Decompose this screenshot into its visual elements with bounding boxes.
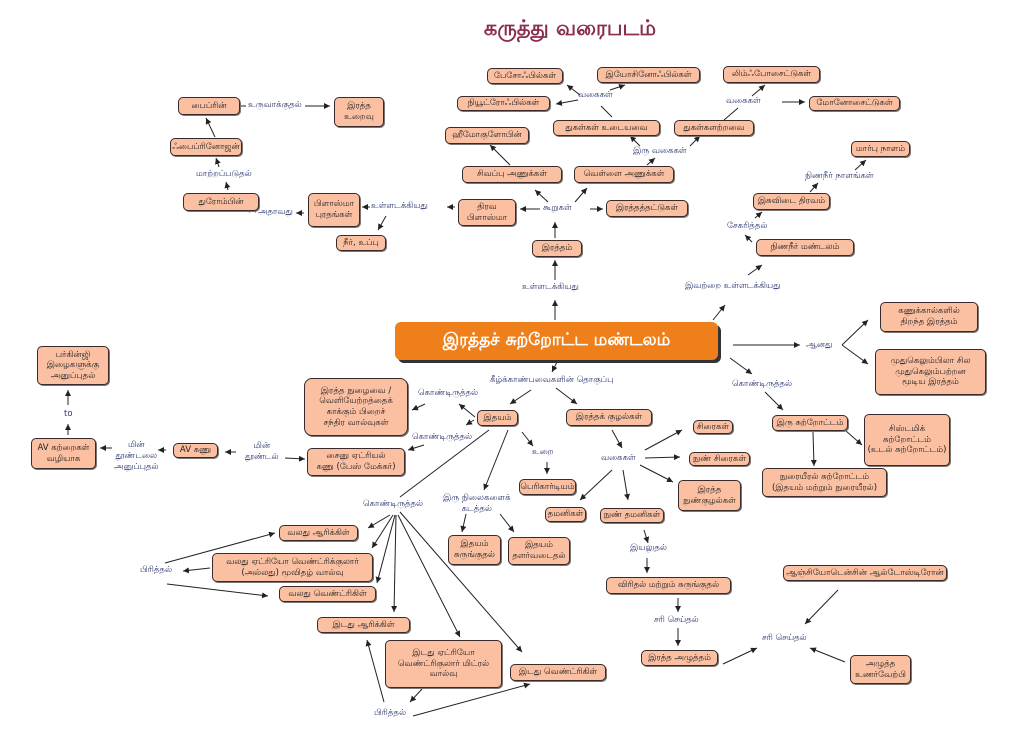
node-eosinophils: இயோசினோஃபில்கள் bbox=[597, 67, 700, 83]
node-open-blood: கணுக்கால்களில் திறந்த இரத்தம் bbox=[880, 302, 978, 332]
node-capillaries: இரத்த நுண்குழல்கள் bbox=[678, 480, 741, 511]
label-having-chambers: கொண்டிருத்தல் bbox=[363, 499, 424, 509]
label-having-valves: கொண்டிருத்தல் bbox=[418, 388, 479, 398]
label-is: ஆனது bbox=[806, 340, 833, 350]
node-mitral-valve: இடது ஏட்ரியோ வெண்ட்ரிகுலார் மிட்ரல் வால்… bbox=[385, 640, 502, 688]
node-rbc: சிவப்பு அணுக்கள் bbox=[462, 166, 562, 183]
label-converted: மாற்றப்படுதல் bbox=[196, 169, 252, 179]
node-blood-vessels: இரத்தக் குழல்கள் bbox=[566, 409, 652, 426]
label-impulse: மின் தூண்டல் bbox=[245, 441, 279, 463]
node-lymph-system: நிணநீர் மண்டலம் bbox=[756, 239, 854, 256]
label-regulate-bp: சரி செய்தல் bbox=[762, 633, 807, 643]
node-hemoglobin: ஹீமோகுளோபின் bbox=[445, 127, 529, 144]
node-dilation-constriction: விரிதல் மற்றும் சுருங்குதல் bbox=[606, 577, 731, 594]
node-double-circulation: இரு சுற்றோட்டம் bbox=[772, 415, 848, 431]
node-av-node: AV கணு bbox=[173, 443, 218, 458]
node-water-salt: நீர், உப்பு bbox=[336, 235, 386, 251]
node-blood-clot: இரத்த உறைவு bbox=[334, 97, 384, 127]
label-that-is: அதாவது bbox=[258, 207, 293, 217]
central-topic: இரத்தச் சுற்றோட்ட மண்டலம் bbox=[395, 322, 718, 360]
label-forming: உருவாக்குதல் bbox=[248, 100, 302, 110]
node-wbc: வெள்ளை அணுக்கள் bbox=[574, 166, 674, 183]
node-arteries: தமனிகள் bbox=[545, 507, 586, 522]
node-blood: இரத்தம் bbox=[532, 240, 582, 257]
node-thoracic-duct: மார்பு நாளம் bbox=[851, 141, 910, 157]
node-systemic: சிஸ்டமிக் சுற்றோட்டம் (உடல் சுற்றோட்டம்) bbox=[864, 414, 950, 466]
label-collecting: சேகரித்தல் bbox=[727, 221, 768, 231]
node-semilunar-valves: இரத்த நுழைவை / வெளியேற்றத்தைக் காக்கும் … bbox=[304, 378, 408, 436]
node-arterioles: நுண் தமனிகள் bbox=[600, 508, 664, 523]
label-types-vessels: வகைகள் bbox=[601, 453, 636, 463]
node-purkinje: பர்கின்ஜி இழைகளுக்கு அனுப்புதல் bbox=[37, 346, 109, 385]
label-separating-right: பிரித்தல் bbox=[140, 565, 172, 575]
node-av-bundle: AV கற்றைகள் வழியாக bbox=[31, 438, 96, 469]
label-components: கூறுகள் bbox=[543, 203, 572, 213]
node-pulmonary: நுரையீரல் சுற்றோட்டம் (இதயம் மற்றும் நுர… bbox=[762, 468, 887, 497]
label-contains-these: இவற்றை உள்ளடக்கியது bbox=[685, 281, 781, 291]
label-cover: உறை bbox=[532, 447, 554, 457]
node-lymphocytes: லிம்ஃபோசைட்டுகள் bbox=[723, 66, 820, 83]
node-baroreceptor: அழுத்த உணர்வேற்பி bbox=[850, 655, 911, 684]
label-types-granulocytes: வகைகள் bbox=[578, 90, 613, 100]
node-diastole: இதயம் தளர்வடைதல் bbox=[508, 537, 570, 565]
node-veins: சிரைகள் bbox=[693, 420, 733, 434]
label-send-impulse: மின் தூண்டலை அனுப்புதல் bbox=[114, 440, 159, 473]
node-liquid-plasma: திரவ பிளாஸ்மா bbox=[458, 199, 516, 226]
label-collection: கீழ்க்காண்பவைகளின் தொகுப்பு bbox=[490, 375, 614, 385]
node-left-ventricle: இடது வெண்ட்ரிகிள் bbox=[510, 664, 606, 681]
node-tricuspid-valve: வலது ஏட்ரியோ வெண்ட்ரிக்குலார் (அல்லது) ம… bbox=[212, 553, 373, 582]
node-venules: நுண் சிரைகள் bbox=[689, 452, 750, 466]
node-granulocytes: துகள்கள் உடையவை bbox=[553, 120, 660, 136]
node-left-atrium: இடது ஆரிக்கிள் bbox=[317, 617, 410, 633]
label-types-agranulocytes: வகைகள் bbox=[726, 96, 761, 106]
label-having-sa-node: கொண்டிருத்தல் bbox=[412, 432, 473, 442]
node-monocytes: மோனோசைட்டுகள் bbox=[809, 96, 900, 111]
node-blood-pressure: இரத்த அழுத்தம் bbox=[641, 650, 718, 666]
node-fibrin: பைப்ரின் bbox=[178, 97, 240, 115]
arrow-group bbox=[65, 84, 869, 717]
page-title: கருத்து வரைபடம் bbox=[483, 16, 657, 40]
label-functions: இயலுதல் bbox=[630, 543, 667, 553]
node-plasma-proteins: பிளாஸ்மா புரதங்கள் bbox=[308, 193, 360, 227]
node-agranulocytes: துகள்களற்றவை bbox=[674, 120, 754, 136]
node-angiotensin: ஆஞ்சியோடென்சின் ஆல்டோஸ்டிரோன் bbox=[783, 565, 947, 581]
node-pericardium: பெரிகார்டியம் bbox=[519, 479, 576, 495]
node-right-ventricle: வலது வெண்ட்ரிகிள் bbox=[279, 586, 376, 602]
node-platelets: இரத்தத்தட்டுகள் bbox=[606, 200, 688, 217]
node-basophils: பேசோஃபில்கள் bbox=[487, 68, 563, 84]
node-right-atrium: வலது ஆரிக்கிள் bbox=[279, 525, 358, 541]
label-contains-blood: உள்ளடக்கியது bbox=[522, 282, 579, 292]
node-closed-blood: முதுகெலும்பிலா சில முதுகெலும்பற்றன மூடிய… bbox=[875, 349, 986, 395]
node-heart: இதயம் bbox=[477, 410, 518, 426]
node-fibrinogen: ஃபைப்ரினோஜன் bbox=[170, 138, 242, 156]
label-lymph-vessels: நிணநீர் நாளங்கள் bbox=[805, 171, 874, 181]
label-contains: உள்ளடக்கியது bbox=[371, 201, 428, 211]
node-sa-node: சைனு ஏட்ரியல் கணு (பேஸ் மேக்கர்) bbox=[307, 448, 405, 476]
label-having-circulation: கொண்டிருத்தல் bbox=[732, 379, 793, 389]
label-two-phases: இரு நிலைகளைக் கடத்தல் bbox=[443, 493, 511, 515]
node-thrombin: துரோம்பின் bbox=[183, 193, 259, 211]
label-separating-left: பிரித்தல் bbox=[374, 708, 406, 718]
label-two-types: இரு வகைகள் bbox=[633, 146, 687, 156]
label-regulate: சரி செய்தல் bbox=[654, 615, 699, 625]
node-tissue-fluid: இசுவிடை திரவம் bbox=[753, 193, 830, 210]
node-neutrophils: நியூட்ரோஃபில்கள் bbox=[457, 96, 550, 111]
label-to: to bbox=[64, 409, 73, 419]
node-systole: இதயம் சுருங்குதல் bbox=[448, 535, 501, 565]
